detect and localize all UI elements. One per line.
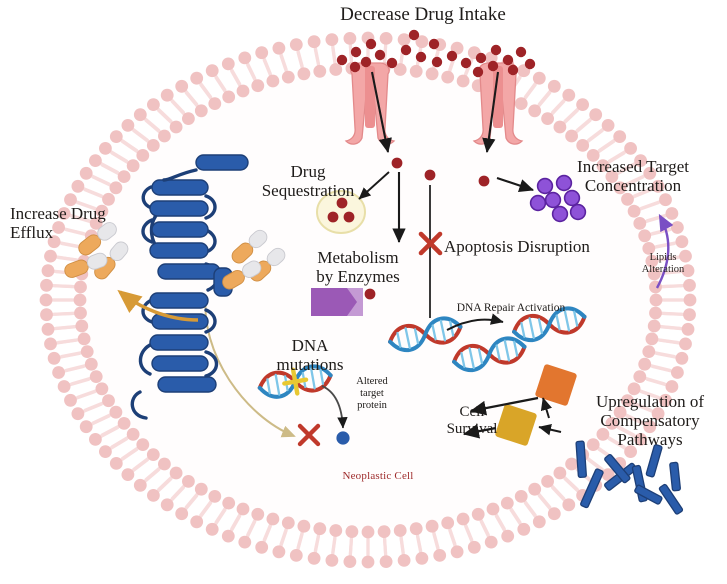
- label-drug-sequestration: Drug Sequestration: [261, 162, 355, 201]
- binding-failure-cross: [297, 423, 321, 447]
- altered-target-protein-dot: [336, 431, 350, 445]
- dna-helix-repaired: [512, 306, 587, 343]
- label-altered-target-protein: Altered target protein: [356, 376, 388, 411]
- label-metabolism-by-enzymes: Metabolism by Enzymes: [316, 248, 400, 287]
- label-cell-survival: Cell Survival: [446, 404, 498, 437]
- metabolizing-enzyme: [311, 288, 376, 316]
- drug-capsules-outside: [64, 222, 129, 280]
- target-concentration-arrow: [496, 177, 534, 193]
- apoptosis-block-cross: [418, 231, 443, 256]
- pathway-arrow-to-survival-2: [462, 424, 497, 439]
- pathway-arrow-receptor-to-gold: [538, 424, 562, 436]
- pathway-node-orange: [535, 364, 577, 406]
- pathway-arrow-gold-to-orange: [540, 397, 553, 419]
- intake-arrow-left: [370, 71, 392, 154]
- dna-repair-arrow: [446, 313, 504, 331]
- sequestration-vesicle: [316, 190, 366, 234]
- label-lipids-alteration: Lipids Alteration: [641, 252, 685, 275]
- dna-helix-damaged-1: [388, 316, 463, 353]
- label-increase-drug-efflux: Increase Drug Efflux: [10, 204, 106, 243]
- label-decrease-drug-intake: Decrease Drug Intake: [340, 4, 506, 25]
- intracellular-drug-dots: [391, 157, 490, 187]
- altered-protein-arrow: [321, 385, 348, 429]
- efflux-arrow: [117, 289, 199, 322]
- cell-membrane-bilayer: [39, 31, 697, 569]
- label-dna-repair-activation: DNA Repair Activation: [456, 302, 566, 314]
- sequestration-arrow: [358, 171, 390, 200]
- intake-arrow-right: [482, 71, 500, 154]
- pathway-node-gold: [495, 404, 537, 446]
- label-upregulation-compensatory-pathways: Upregulation of Compensatory Pathways: [595, 392, 705, 450]
- target-molecule-cluster: [529, 174, 587, 223]
- lipids-alteration-arrow: [655, 213, 674, 289]
- label-apoptosis-disruption: Apoptosis Disruption: [444, 237, 590, 256]
- extracellular-drug-dots: [336, 29, 536, 78]
- pathway-arrow-to-survival-1: [469, 396, 539, 416]
- drug-capsules-inside: [222, 229, 286, 290]
- label-increased-target-concentration: Increased Target Concentration: [577, 157, 689, 196]
- membrane-receptor-group: [575, 440, 684, 515]
- dna-helix-damaged-2: [452, 336, 527, 373]
- mutation-marker: [282, 367, 309, 396]
- label-dna-mutations: DNA mutations: [276, 336, 344, 375]
- label-neoplastic-cell: Neoplastic Cell: [342, 470, 414, 482]
